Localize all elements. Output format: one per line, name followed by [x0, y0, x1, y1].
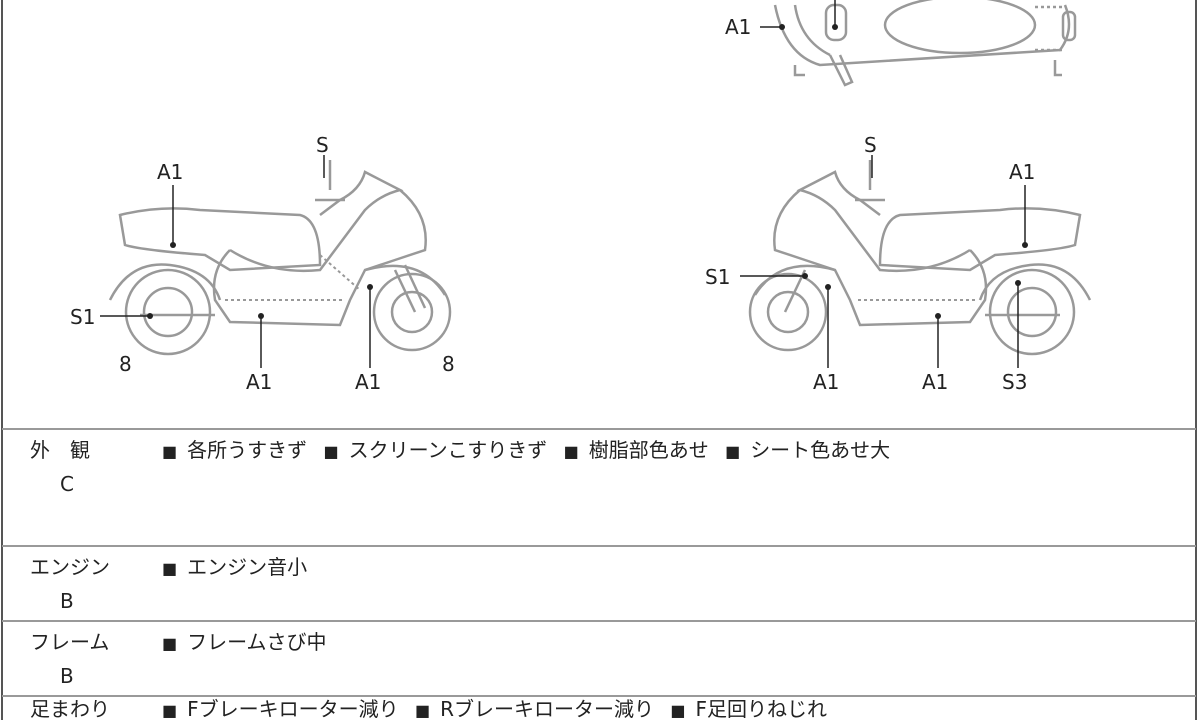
- label-right-s: S: [864, 133, 877, 157]
- section-grade: C: [60, 472, 74, 496]
- label-left-a1-bl: A1: [246, 370, 273, 394]
- scooter-illustrations: [100, 0, 1092, 368]
- section-name: 足まわり: [30, 697, 110, 721]
- section-frame: フレーム B フレームさび中: [2, 620, 1196, 695]
- section-suspension: 足まわり Fブレーキローター減り Rブレーキローター減り F足回りねじれ: [2, 695, 1196, 721]
- issue-item: フレームさび中: [162, 630, 327, 654]
- issue-item: シート色あせ大: [725, 438, 890, 462]
- label-right-s1: S1: [705, 265, 731, 289]
- scooter-left-view: [108, 160, 452, 356]
- label-left-s1: S1: [70, 305, 96, 329]
- issue-item: Rブレーキローター減り: [415, 697, 654, 721]
- label-left-s: S: [316, 133, 329, 157]
- damage-diagram: A1 S A1 S1 8 A1 A1 8 S A1 S1 A1 A1 S3: [70, 0, 1092, 394]
- section-name: フレーム: [30, 630, 110, 654]
- label-left-a1-br: A1: [355, 370, 382, 394]
- issue-item: エンジン音小: [162, 555, 307, 579]
- section-name: エンジン: [30, 555, 110, 579]
- label-left-tire-front: 8: [442, 352, 455, 376]
- scooter-right-view: [748, 160, 1092, 356]
- label-right-a1-top: A1: [1009, 160, 1036, 184]
- issue-item: Fブレーキローター減り: [162, 697, 399, 721]
- label-right-a1-br: A1: [922, 370, 949, 394]
- issue-item: 樹脂部色あせ: [564, 438, 709, 462]
- section-name: 外 観: [30, 438, 90, 462]
- label-left-tire-rear: 8: [119, 352, 132, 376]
- label-right-a1-bl: A1: [813, 370, 840, 394]
- section-grade: B: [60, 589, 74, 613]
- label-left-a1-top: A1: [157, 160, 184, 184]
- label-top-a1: A1: [725, 15, 752, 39]
- section-exterior: 外 観 C 各所うすきず スクリーンこすりきず 樹脂部色あせ シート色あせ大: [2, 428, 1196, 545]
- scooter-top-view: [773, 0, 1077, 87]
- section-grade: B: [60, 664, 74, 688]
- issue-item: 各所うすきず: [162, 438, 307, 462]
- section-engine: エンジン B エンジン音小: [2, 545, 1196, 620]
- issue-item: F足回りねじれ: [670, 697, 827, 721]
- issue-item: スクリーンこすりきず: [323, 438, 547, 462]
- label-right-s3: S3: [1002, 370, 1028, 394]
